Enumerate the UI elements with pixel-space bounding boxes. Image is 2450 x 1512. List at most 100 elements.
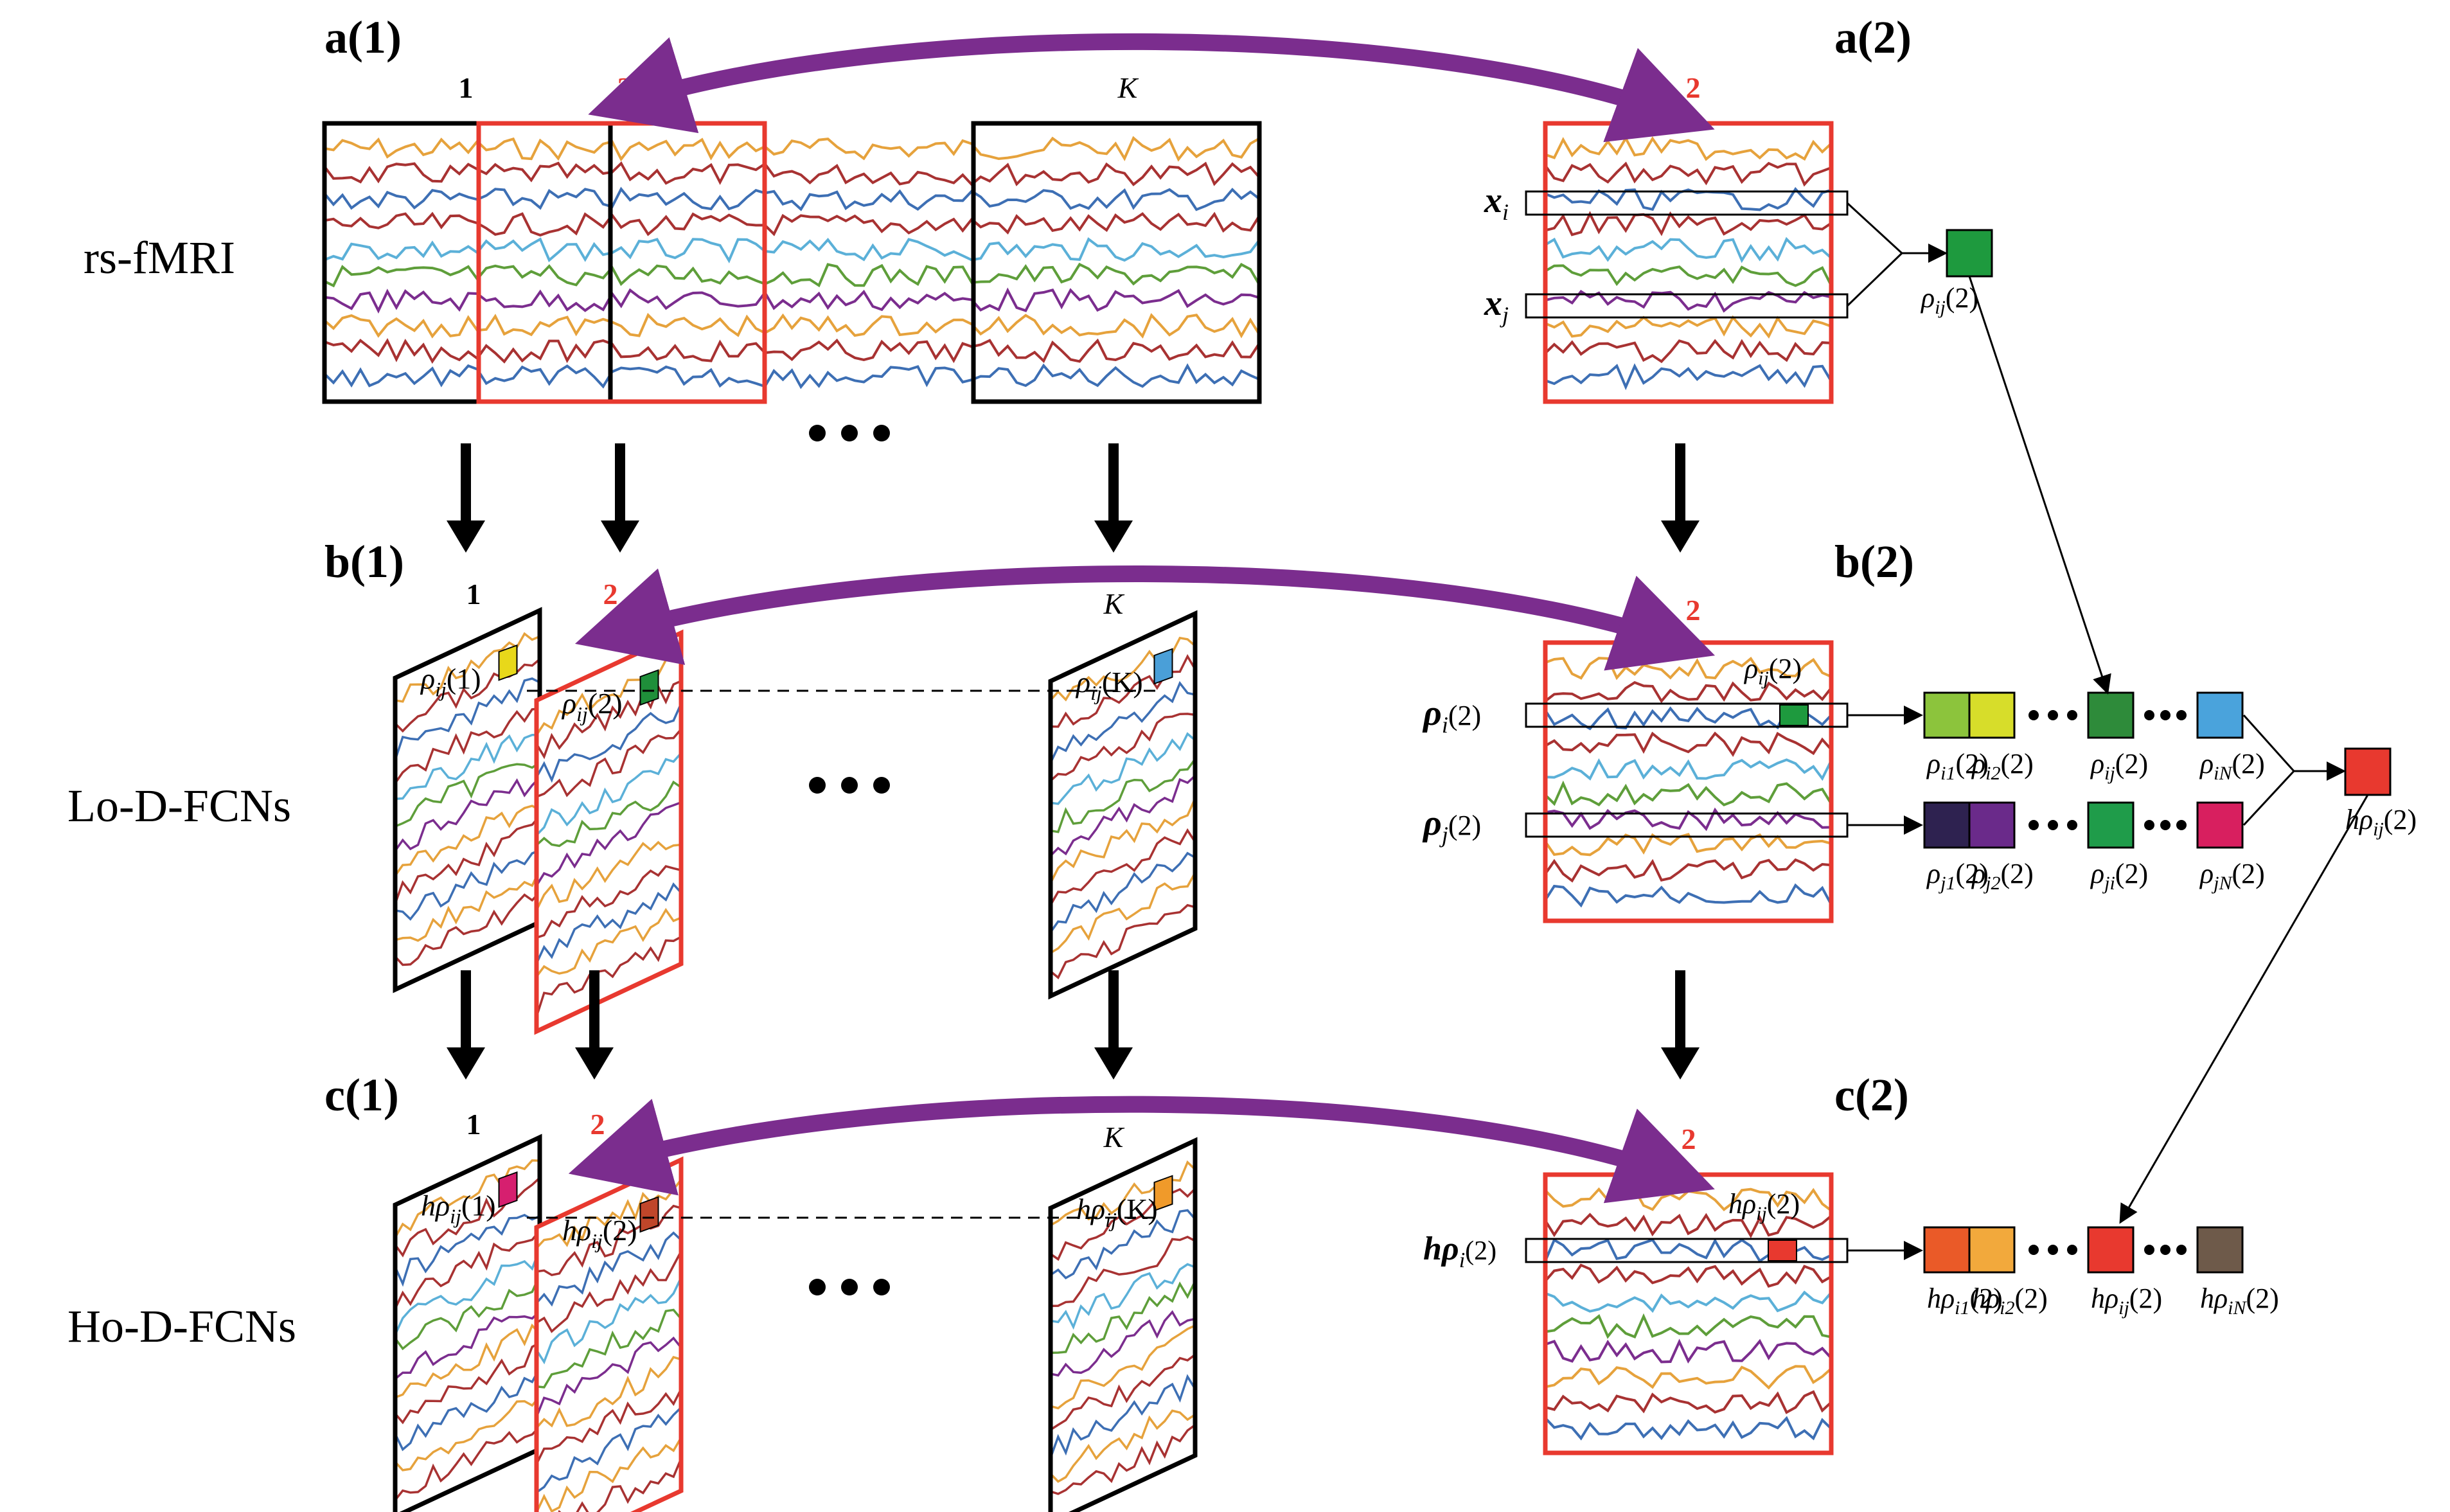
time-series-line: [537, 1308, 681, 1389]
time-series-line: [395, 1249, 540, 1335]
a2-rho-label: ρij(2): [1920, 282, 1978, 318]
time-series-line: [537, 1336, 681, 1418]
b2-label-2: 2: [1686, 594, 1701, 627]
c2-hrho-cell: [1768, 1240, 1797, 1261]
vector-ellipsis: [2028, 710, 2039, 720]
time-series-line: [537, 752, 681, 836]
time-series-line: [1545, 1339, 1833, 1364]
vector-ellipsis: [2160, 820, 2170, 830]
fc-sheet: ρij(K): [1048, 610, 1198, 1000]
panel-label-b1: b(1): [324, 536, 404, 587]
c1-label-2: 2: [590, 1108, 605, 1141]
vector-cell: [1968, 691, 2016, 739]
c2-vector: hρi1(2)hρi2(2)hρij(2)hρiN(2): [1923, 1226, 2279, 1319]
time-series-line: [324, 287, 1259, 314]
c2-hrho-cell-label: hρij(2): [1728, 1188, 1800, 1224]
connector-a2-to-b2: [1968, 276, 2111, 695]
time-series-line: [1051, 1374, 1195, 1459]
c2-label-2: 2: [1682, 1123, 1696, 1155]
time-series-line: [1051, 797, 1195, 884]
a1-label-1: 1: [459, 71, 474, 104]
time-series-line: [324, 211, 1259, 237]
b2-row-j-label: ρj(2): [1422, 803, 1481, 848]
vector-cell-label: ρj2(2): [1971, 858, 2034, 894]
fc-cell-label: ρij(2): [561, 687, 623, 725]
vector-ellipsis: [2067, 1245, 2077, 1255]
vector-cell-label: hρiN(2): [2200, 1283, 2279, 1319]
time-series-line: [537, 1250, 681, 1333]
time-series-line: [1051, 1310, 1195, 1377]
time-series-line: [395, 1274, 540, 1351]
down-arrow: [447, 1047, 485, 1080]
b2-vector-j: ρj1(2)ρj2(2)ρji(2)ρjN(2): [1923, 801, 2265, 894]
fc-cell: [498, 644, 518, 681]
vector-cell-label: ρi1(2): [1926, 748, 1989, 784]
row-label-rs-fmri: rs-fMRI: [84, 232, 235, 283]
arc-b: [574, 565, 1716, 671]
vector-ellipsis: [2028, 1245, 2039, 1255]
a1-ellipsis: [809, 425, 890, 441]
time-series-line: [395, 1367, 540, 1452]
c1-label-1: 1: [466, 1108, 481, 1141]
down-arrow: [447, 520, 485, 553]
fc-sheet: ρij(1): [393, 607, 542, 993]
time-series-line: [1051, 1324, 1195, 1410]
time-series-line: [1051, 1281, 1195, 1354]
time-series-line: [537, 1356, 681, 1429]
fc-cell-label: ρij(K): [1075, 666, 1143, 704]
down-arrows-bc: [447, 970, 1700, 1080]
c2-row-i-label: hρi(2): [1423, 1231, 1496, 1272]
b1-label-2: 2: [603, 578, 618, 610]
vector-cell-label: hρi2(2): [1972, 1283, 2048, 1319]
panel-label-a1: a(1): [324, 12, 402, 63]
time-series-line: [1051, 903, 1195, 980]
time-series-line: [324, 136, 1259, 162]
time-series-line: [395, 1159, 540, 1238]
time-series-line: [537, 728, 681, 798]
vector-cell-label: ρji(2): [2090, 858, 2148, 894]
c1-label-K: K: [1103, 1121, 1125, 1153]
vector-cell: [1968, 801, 2016, 849]
time-series-line: [1545, 758, 1833, 781]
down-arrows-ab: [447, 443, 1700, 553]
vector-cell-label: ρiN(2): [2199, 748, 2265, 784]
time-series-line: [395, 1310, 540, 1380]
time-series-line: [1545, 315, 1832, 339]
time-series-line: [1545, 1313, 1832, 1339]
time-series-line: [1544, 780, 1833, 806]
time-series-line: [537, 882, 681, 965]
b2-result-cell: [2344, 747, 2392, 796]
vector-cell-label: ρi2(2): [1971, 748, 2034, 784]
a2-xi-label: xi: [1484, 181, 1509, 225]
b1-label-K: K: [1103, 587, 1125, 620]
time-series-line: [537, 1458, 681, 1512]
time-series-line: [537, 1389, 681, 1465]
vector-ellipsis: [2160, 1245, 2170, 1255]
arc-a: [588, 33, 1715, 143]
time-series-line: [1544, 264, 1833, 287]
time-series-line: [1051, 713, 1195, 782]
a2-merge-lines: [1846, 202, 1904, 307]
vector-cell: [2087, 691, 2135, 739]
time-series-line: [1544, 236, 1833, 263]
a2-time-series: [1544, 136, 1833, 391]
down-arrow: [601, 520, 639, 553]
vector-cell: [1923, 801, 1971, 849]
time-series-line: [1544, 858, 1832, 883]
time-series-line: [537, 1437, 681, 1512]
time-series-line: [395, 891, 540, 966]
time-series-line: [1545, 290, 1832, 313]
b2-result-label: hρij(2): [2345, 804, 2417, 840]
time-series-line: [324, 338, 1259, 364]
time-series-line: [537, 840, 681, 911]
vector-ellipsis: [2176, 710, 2187, 720]
vector-ellipsis: [2028, 820, 2039, 830]
fc-cell: [498, 1171, 518, 1208]
time-series-line: [1545, 1390, 1833, 1414]
vector-cell-label: hρi1(2): [1927, 1283, 2003, 1319]
vector-ellipsis: [2176, 1245, 2187, 1255]
fc-cell-label: hρij(1): [421, 1189, 496, 1227]
time-series-line: [537, 1231, 681, 1307]
time-series-line: [324, 237, 1259, 263]
time-series-line: [1545, 363, 1833, 391]
